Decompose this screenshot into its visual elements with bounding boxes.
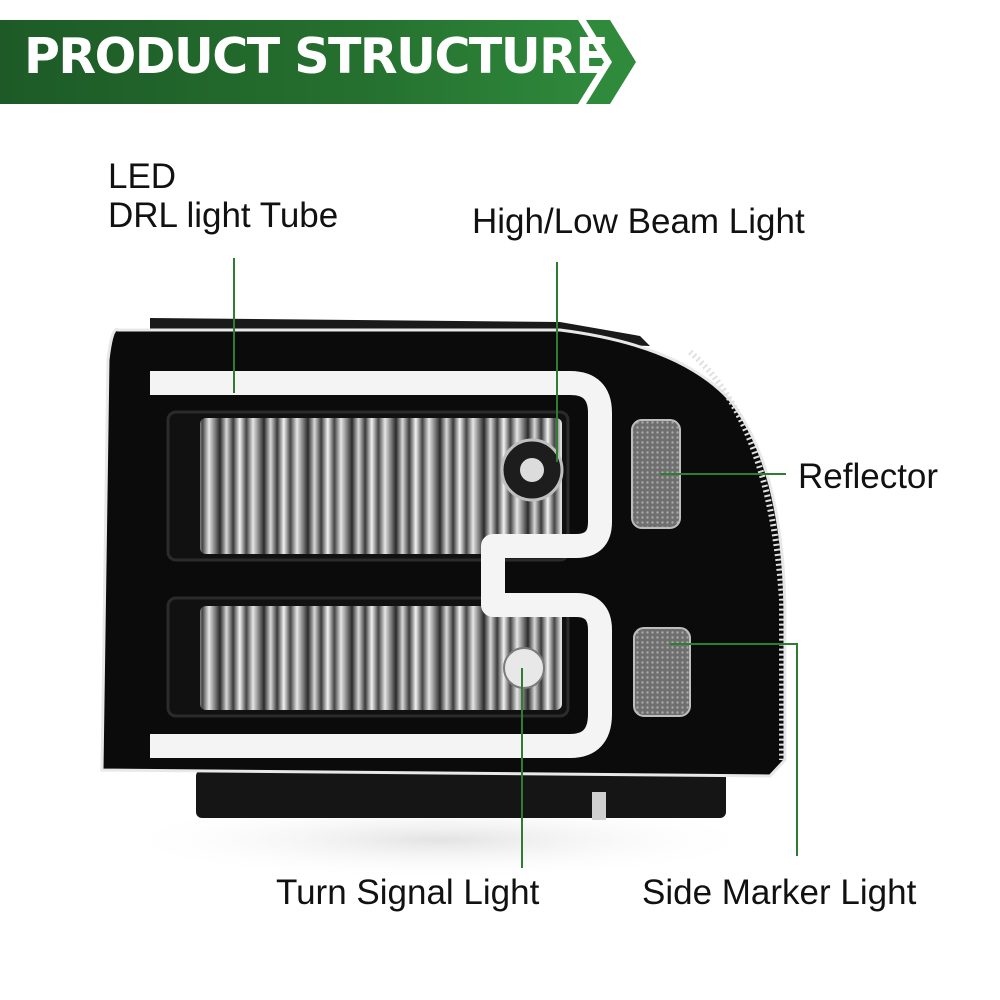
drl-light-tube [150, 371, 612, 758]
banner-title: PRODUCT STRUCTURE [24, 28, 609, 85]
leader-lines [233, 258, 798, 868]
label-drl-line2: DRL light Tube [108, 196, 339, 235]
leader-marker [670, 643, 798, 856]
lower-reflector-bowl [200, 606, 562, 710]
mount-tab [592, 792, 606, 820]
label-turn-signal: Turn Signal Light [276, 873, 540, 912]
side-marker-panel [633, 627, 691, 717]
label-reflector: Reflector [798, 457, 939, 496]
label-side-marker: Side Marker Light [642, 873, 917, 912]
mount-bracket [196, 770, 726, 818]
title-banner [0, 20, 636, 104]
label-high-low-beam: High/Low Beam Light [472, 202, 805, 241]
chevron-icon [586, 20, 636, 104]
upper-reflector-bowl [200, 418, 562, 554]
turn-signal-bulb [503, 647, 545, 689]
label-drl-line1: LED [108, 157, 177, 196]
